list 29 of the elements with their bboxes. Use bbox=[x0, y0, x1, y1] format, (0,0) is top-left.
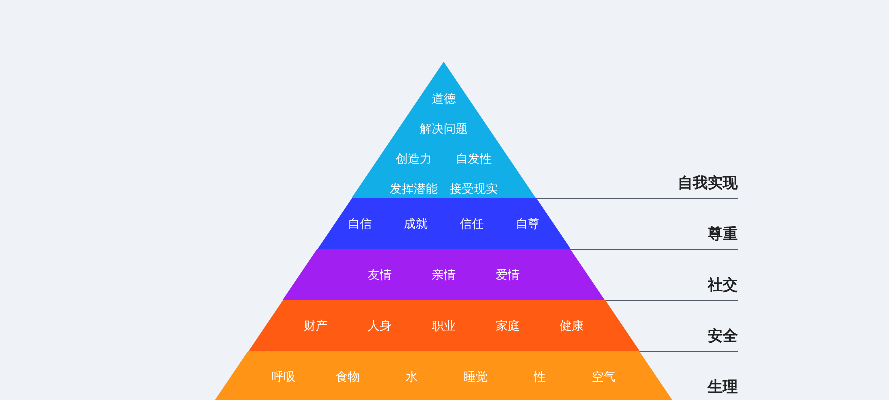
need-item: 发挥潜能 bbox=[390, 182, 438, 196]
level-label: 安全 bbox=[708, 327, 738, 346]
need-item: 自发性 bbox=[456, 152, 492, 166]
need-item: 接受现实 bbox=[450, 182, 498, 196]
need-item: 自尊 bbox=[516, 216, 540, 230]
level-label: 尊重 bbox=[708, 225, 738, 244]
need-item: 人身 bbox=[368, 318, 392, 332]
need-item: 空气 bbox=[592, 370, 616, 384]
need-item: 食物 bbox=[336, 370, 360, 384]
need-item: 睡觉 bbox=[464, 370, 488, 384]
need-item: 水 bbox=[406, 370, 418, 384]
need-item: 成就 bbox=[404, 216, 428, 230]
need-item: 爱情 bbox=[496, 268, 520, 282]
need-item: 家庭 bbox=[496, 318, 520, 332]
need-item: 自信 bbox=[348, 216, 372, 230]
need-item: 信任 bbox=[460, 216, 484, 230]
need-item: 财产 bbox=[304, 318, 328, 332]
need-item: 性 bbox=[534, 370, 546, 384]
level-label: 生理 bbox=[708, 378, 738, 397]
level-label: 社交 bbox=[708, 276, 738, 295]
need-item: 解决问题 bbox=[420, 122, 468, 136]
need-item: 友情 bbox=[368, 268, 392, 282]
need-item: 创造力 bbox=[396, 152, 432, 166]
need-item: 健康 bbox=[560, 318, 584, 332]
need-item: 呼吸 bbox=[272, 370, 296, 384]
need-item: 道德 bbox=[432, 92, 456, 106]
level-label: 自我实现 bbox=[678, 174, 738, 193]
need-item: 亲情 bbox=[432, 268, 456, 282]
need-item: 职业 bbox=[432, 318, 456, 332]
